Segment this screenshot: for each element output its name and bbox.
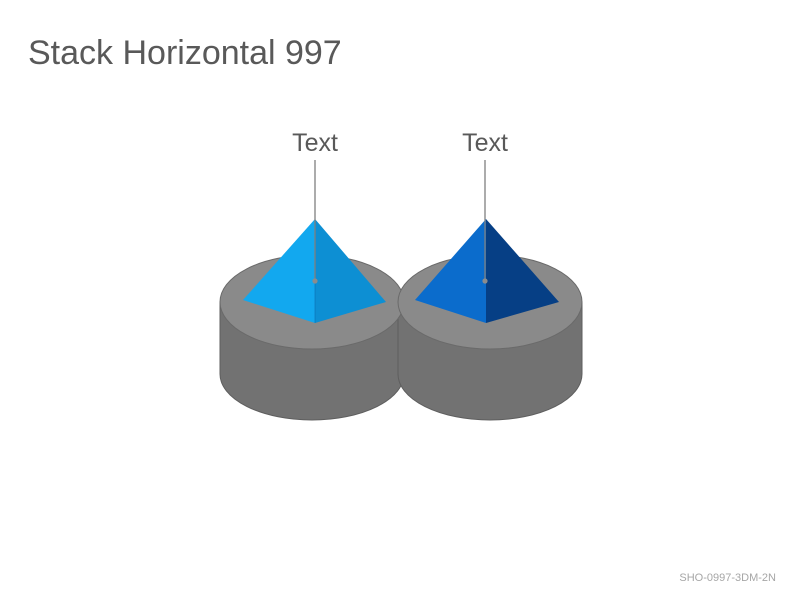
callout-dot-1: [312, 278, 318, 284]
pyramid-2-right-face: [486, 219, 559, 323]
item-label-1: Text: [292, 129, 338, 157]
slide-title: Stack Horizontal 997: [28, 34, 342, 72]
callout-dot-2: [482, 278, 488, 284]
pyramid-2-left-face: [415, 219, 486, 323]
pyramid-2: [415, 219, 559, 323]
item-label-2: Text: [462, 129, 508, 157]
pyramid-1-right-face: [315, 219, 386, 323]
slide-code: SHO-0997-3DM-2N: [679, 572, 776, 584]
pyramid-1-left-face: [243, 219, 315, 323]
callout-lines: [312, 160, 488, 284]
